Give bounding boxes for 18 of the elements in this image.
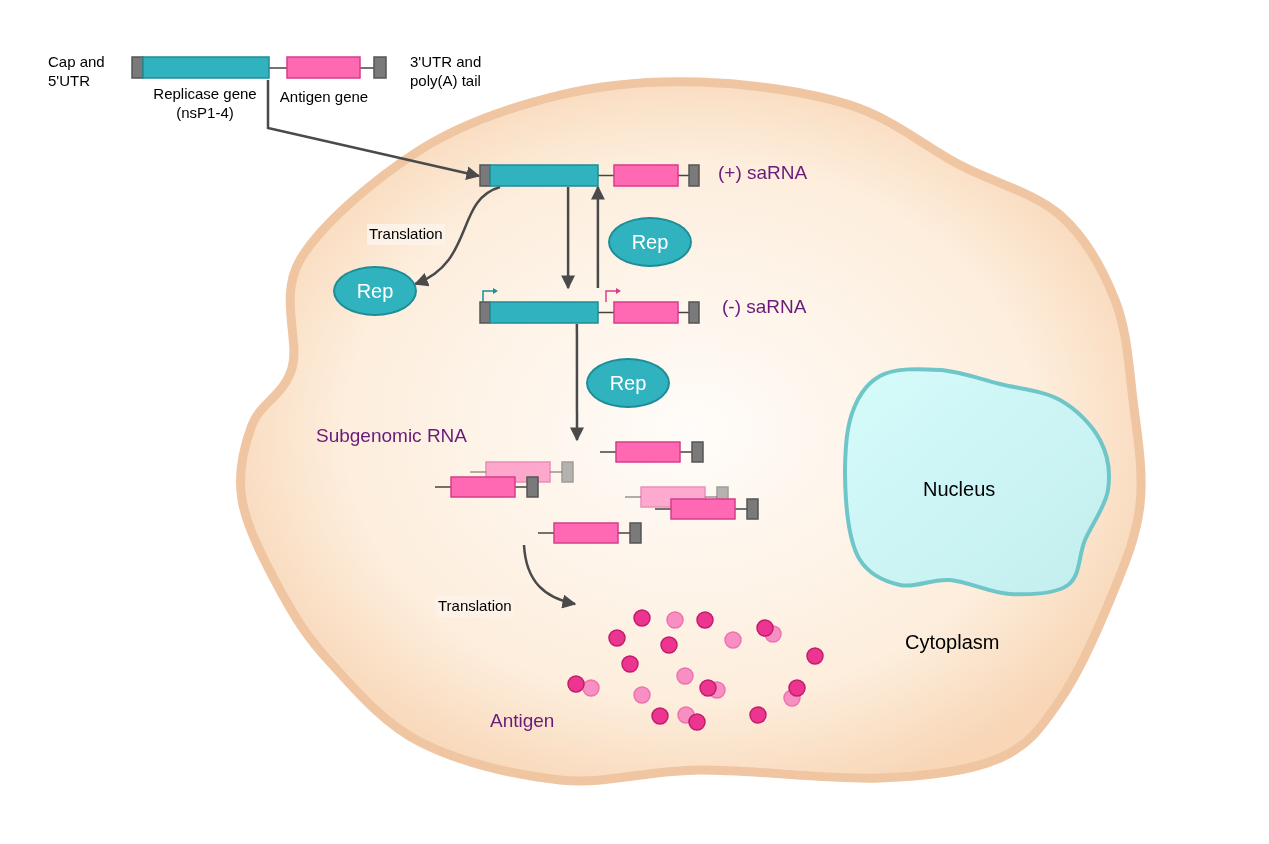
arrow [561,187,576,290]
cytoplasm-label: Cytoplasm [905,630,1000,655]
part-label: 3'UTR and poly(A) tail [410,53,483,91]
nucleus-label: Nucleus [923,477,996,502]
caption-label: (-) saRNA [722,295,807,319]
part-label: Antigen gene [278,88,370,107]
edge-label: Translation [436,596,514,617]
arrow [522,544,577,608]
edge-label: Translation [367,224,445,245]
part-label: Replicase gene (nsP1-4) [152,85,258,123]
arrow [570,324,584,442]
caption-label: (+) saRNA [718,161,808,185]
arrow [590,185,605,288]
caption-label: Antigen [490,709,555,733]
arrow [266,80,481,181]
arrow [414,185,501,286]
caption-label: Subgenomic RNA [316,424,468,448]
part-label: Cap and 5'UTR [48,53,106,91]
